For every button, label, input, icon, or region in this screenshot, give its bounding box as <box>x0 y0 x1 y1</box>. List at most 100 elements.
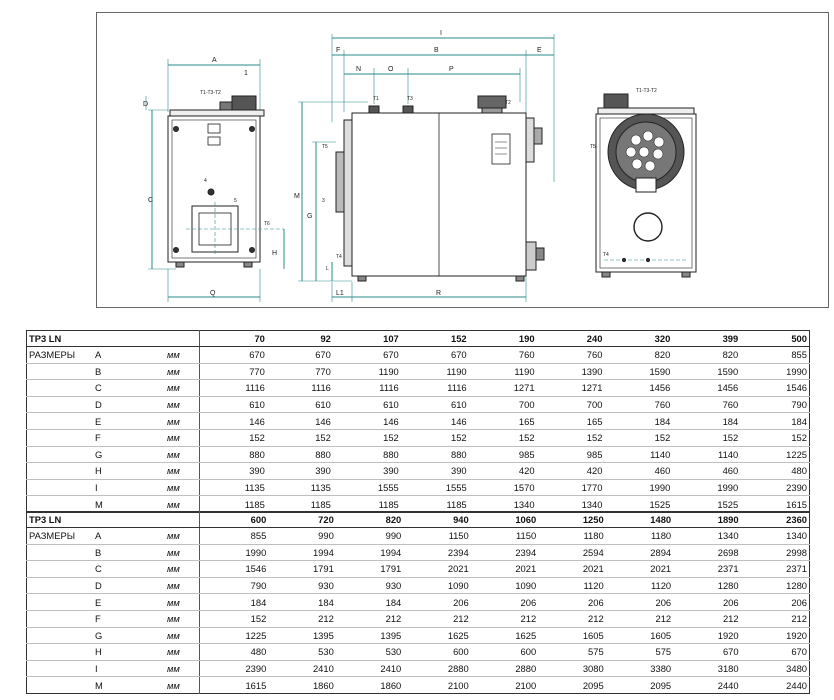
table-cell: 670 <box>332 346 401 364</box>
table-cell: 1190 <box>332 363 401 381</box>
table-cell: 1280 <box>740 577 810 595</box>
table-cell: 1150 <box>403 527 471 545</box>
table-cell: 1990 <box>604 479 673 497</box>
table-cell: 1280 <box>673 577 741 595</box>
model-header: 92 <box>266 330 333 347</box>
section-label <box>26 429 93 447</box>
table-cell: 1525 <box>649 498 671 510</box>
table-cell: 1546 <box>740 379 810 397</box>
boiler-dimension-drawing: A 1 T1-T3-T2 D C 4 5 T6 H Q <box>96 12 829 308</box>
table-cell: 790 <box>199 577 269 595</box>
unit-label: мм <box>131 544 200 562</box>
model-header: 820 <box>335 511 404 528</box>
label-4: 4 <box>204 178 207 184</box>
label-M: M <box>294 193 300 200</box>
unit-label: мм <box>131 527 200 545</box>
table-cell: 760 <box>672 396 741 414</box>
dimension-code: A <box>93 346 131 364</box>
table-cell: 1615 <box>786 498 807 510</box>
side-view <box>298 34 555 302</box>
dimension-code: I <box>93 660 131 678</box>
section-label <box>26 627 93 645</box>
table-cell: 670 <box>266 346 333 364</box>
label-1: 1 <box>244 70 248 77</box>
table-cell: 1135 <box>198 479 267 497</box>
table-cell: 670 <box>673 643 741 661</box>
table-cell: 184 <box>335 593 404 611</box>
table-cell: 2410 <box>268 660 336 678</box>
model-header: 399 <box>672 330 741 347</box>
table-cell: 420 <box>536 462 605 480</box>
table-cell: 855 <box>199 527 269 545</box>
table-cell: 855 <box>740 346 810 364</box>
label-T6: T6 <box>264 221 270 227</box>
table-cell: 760 <box>536 346 605 364</box>
section-label <box>26 379 93 397</box>
dimension-code: B <box>93 544 131 562</box>
table-cell: 184 <box>268 593 336 611</box>
table-cell: 1185 <box>446 498 467 510</box>
unit-label: мм <box>131 560 200 578</box>
table-cell: 390 <box>266 462 333 480</box>
rear-view <box>595 93 697 278</box>
table-cell: 3080 <box>538 660 606 678</box>
table-cell: 880 <box>198 446 267 464</box>
table-cell: 480 <box>199 643 269 661</box>
model-header: 500 <box>740 330 810 347</box>
label-N: N <box>356 66 361 73</box>
table-cell: 610 <box>400 396 469 414</box>
table-cell: 1615 <box>199 676 269 694</box>
model-header: 1060 <box>470 511 539 528</box>
table-cell: 1990 <box>199 544 269 562</box>
table-cell: 2100 <box>515 679 537 691</box>
rear-label-T4: T4 <box>603 252 609 258</box>
table-cell: 1090 <box>403 577 471 595</box>
table-cell: 2880 <box>403 660 471 678</box>
table-cell: 1920 <box>673 627 741 645</box>
label-I: I <box>440 30 442 37</box>
model-header: 720 <box>268 511 336 528</box>
unit-label: мм <box>131 643 200 661</box>
table-cell: 2390 <box>740 479 810 497</box>
table-cell: 1625 <box>403 627 471 645</box>
section-label <box>26 462 93 480</box>
table-cell: 206 <box>740 593 810 611</box>
table-cell: 1271 <box>468 379 537 397</box>
unit-label: мм <box>131 446 200 464</box>
table-cell: 2394 <box>403 544 471 562</box>
table-cell: 152 <box>604 429 673 447</box>
table-cell: 1116 <box>332 379 401 397</box>
table-cell: 390 <box>332 462 401 480</box>
table-cell: 2021 <box>538 560 606 578</box>
label-F: F <box>336 47 340 54</box>
unit-label: мм <box>131 577 200 595</box>
table-cell: 880 <box>400 446 469 464</box>
table-cell: 184 <box>199 593 269 611</box>
table-cell: 1590 <box>604 363 673 381</box>
table-cell: 1340 <box>740 527 810 545</box>
section-label <box>27 496 94 513</box>
table-cell: 212 <box>673 610 741 628</box>
table-cell: 1185 <box>198 495 267 513</box>
section-label <box>26 412 93 430</box>
dimension-code: A <box>93 527 131 545</box>
label-L: L <box>326 266 329 272</box>
table-cell: 165 <box>536 412 605 430</box>
unit-label: мм <box>131 396 200 414</box>
table-cell: 1140 <box>604 446 673 464</box>
label-L1: L1 <box>336 290 344 297</box>
section-label <box>26 577 93 595</box>
table-cell: 930 <box>335 577 404 595</box>
section-label <box>26 610 93 628</box>
model-header: 940 <box>403 511 471 528</box>
table-cell: 212 <box>470 610 539 628</box>
